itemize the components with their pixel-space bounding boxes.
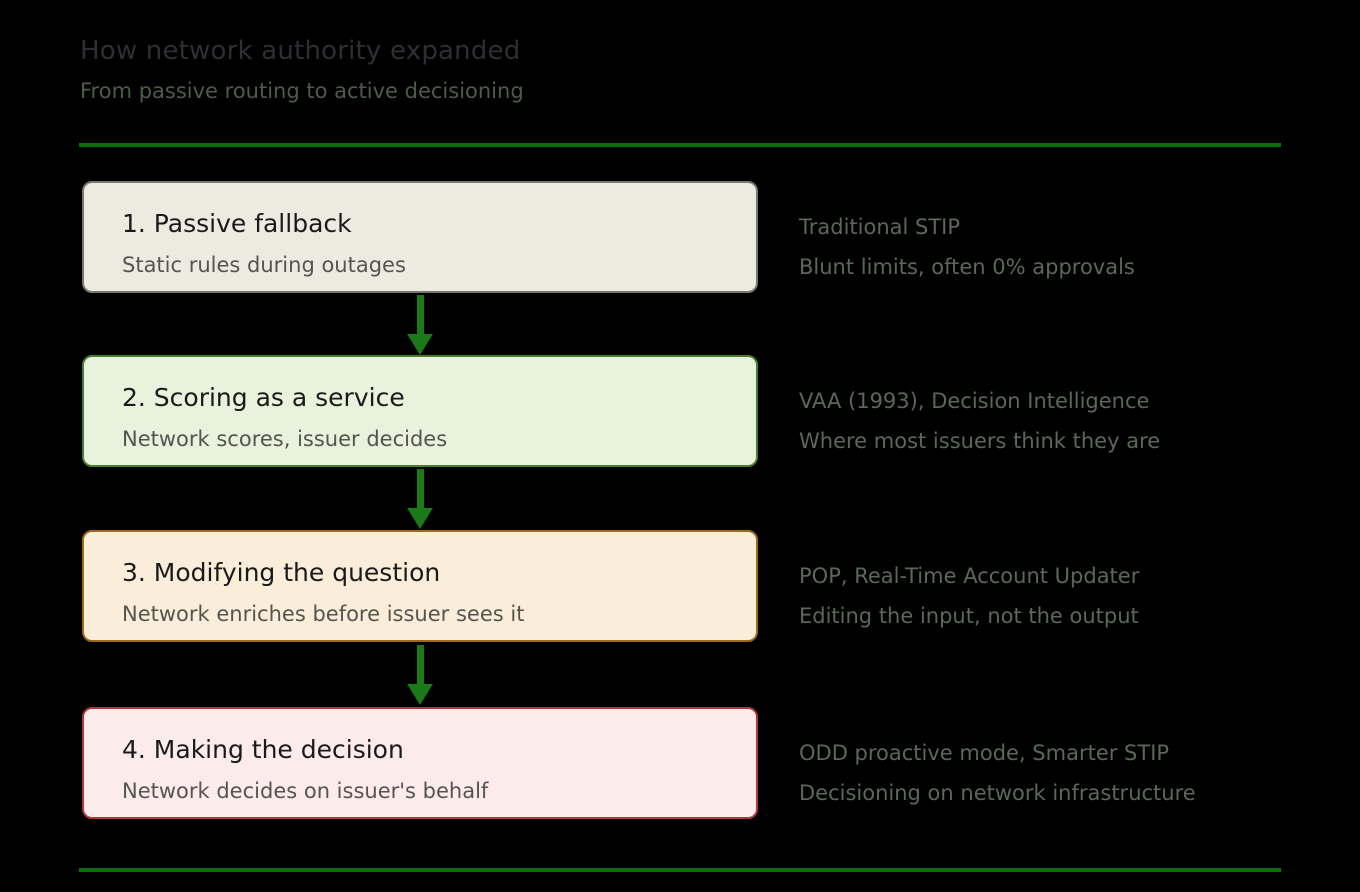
- step-box-making-the-decision: 4. Making the decision Network decides o…: [82, 707, 758, 819]
- note-line: Editing the input, not the output: [799, 604, 1139, 628]
- arrow-shaft: [417, 469, 424, 508]
- bottom-divider: [79, 868, 1281, 872]
- step-box-modifying-the-question: 3. Modifying the question Network enrich…: [82, 530, 758, 642]
- step-subtitle: Static rules during outages: [122, 253, 406, 277]
- step-subtitle: Network scores, issuer decides: [122, 427, 448, 451]
- note-line: Traditional STIP: [799, 215, 961, 239]
- page-title: How network authority expanded: [80, 36, 521, 66]
- step-subtitle: Network enriches before issuer sees it: [122, 602, 525, 626]
- note-line: VAA (1993), Decision Intelligence: [799, 389, 1150, 413]
- step-box-scoring-as-a-service: 2. Scoring as a service Network scores, …: [82, 355, 758, 467]
- step-title: 3. Modifying the question: [122, 558, 441, 587]
- arrow-head: [407, 684, 433, 705]
- note-line: POP, Real-Time Account Updater: [799, 564, 1140, 588]
- top-divider: [79, 143, 1281, 147]
- step-title: 2. Scoring as a service: [122, 383, 405, 412]
- note-line: Blunt limits, often 0% approvals: [799, 255, 1135, 279]
- step-subtitle: Network decides on issuer's behalf: [122, 779, 489, 803]
- arrow-shaft: [417, 645, 424, 684]
- note-line: Where most issuers think they are: [799, 429, 1161, 453]
- arrow-head: [407, 334, 433, 355]
- step-box-passive-fallback: 1. Passive fallback Static rules during …: [82, 181, 758, 293]
- page-subtitle: From passive routing to active decisioni…: [80, 79, 524, 103]
- note-line: Decisioning on network infrastructure: [799, 781, 1196, 805]
- step-title: 4. Making the decision: [122, 735, 404, 764]
- step-title: 1. Passive fallback: [122, 209, 352, 238]
- arrow-shaft: [417, 295, 424, 334]
- note-line: ODD proactive mode, Smarter STIP: [799, 741, 1170, 765]
- arrow-head: [407, 508, 433, 529]
